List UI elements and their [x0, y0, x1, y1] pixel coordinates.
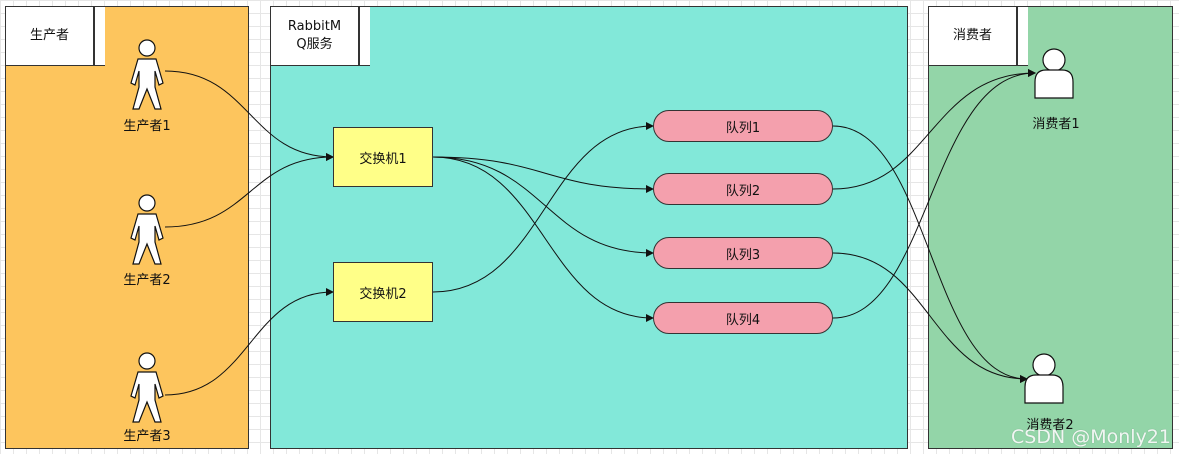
consumer-lane: 消费者	[928, 6, 1173, 449]
rabbitmq-lane-tab-strip	[359, 7, 370, 66]
queue4-node[interactable]: 队列4	[653, 302, 833, 334]
producer-lane-title: 生产者	[6, 7, 94, 66]
producer-lane-tab-strip	[94, 7, 105, 66]
rabbitmq-lane: RabbitM Q服务	[270, 6, 908, 449]
queue3-label: 队列3	[725, 247, 761, 263]
queue3-node[interactable]: 队列3	[653, 237, 833, 269]
queue2-node[interactable]: 队列2	[653, 173, 833, 205]
exchange1-node[interactable]: 交换机1	[333, 127, 433, 187]
queue1-node[interactable]: 队列1	[653, 110, 833, 142]
consumer2-label: 消费者2	[1026, 418, 1074, 433]
producer3-label: 生产者3	[123, 429, 171, 444]
consumer-lane-tab-strip	[1017, 7, 1028, 66]
consumer1-label: 消费者1	[1032, 117, 1080, 132]
producer2-label: 生产者2	[123, 273, 171, 288]
queue2-label: 队列2	[725, 183, 761, 199]
producer1-label: 生产者1	[123, 119, 171, 134]
watermark: CSDN @Monly21	[1011, 426, 1171, 448]
exchange2-label: 交换机2	[359, 286, 407, 302]
exchange2-node[interactable]: 交换机2	[333, 262, 433, 322]
exchange1-label: 交换机1	[359, 151, 407, 167]
queue1-label: 队列1	[725, 120, 761, 136]
consumer-lane-title: 消费者	[929, 7, 1017, 66]
rabbitmq-lane-title: RabbitM Q服务	[271, 7, 359, 66]
queue4-label: 队列4	[725, 312, 761, 328]
producer-lane: 生产者	[5, 6, 249, 449]
